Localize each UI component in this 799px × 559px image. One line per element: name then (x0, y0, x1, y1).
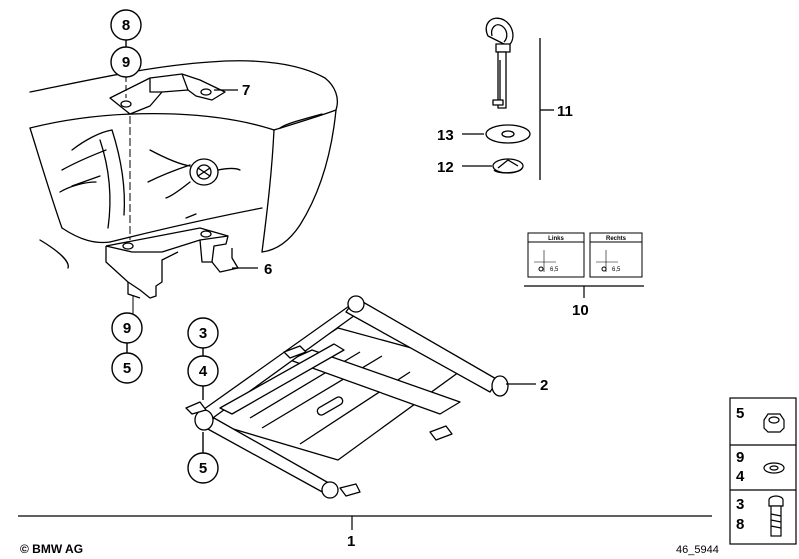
carrier-frame-icon (185, 295, 509, 499)
bolt-icon (768, 495, 784, 537)
callout-13: 13 (437, 127, 454, 144)
top-bracket-icon (109, 73, 226, 115)
callout-5-center: 5 (199, 460, 207, 477)
callout-5-left: 5 (123, 360, 131, 377)
side-row2-num-b: 4 (736, 468, 745, 485)
side-row3-num-b: 8 (736, 516, 744, 533)
callout-graphics (110, 9, 219, 484)
callout-1: 1 (347, 533, 355, 550)
sticker-right-title: Rechts (606, 236, 627, 242)
label-stickers (524, 232, 644, 298)
sticker-right-dim: 6,5 (612, 267, 621, 273)
callout-11: 11 (557, 103, 573, 120)
document-id: 46_5944 (676, 544, 719, 556)
callout-3: 3 (199, 325, 207, 342)
side-panel (729, 397, 797, 545)
sticker-left-dim: 6,5 (550, 267, 559, 273)
side-row2-num-a: 9 (736, 449, 744, 466)
spring-washer-icon (492, 158, 524, 174)
sticker-left-title: Links (548, 236, 564, 242)
baseline (18, 515, 712, 530)
rear-bracket-icon (105, 227, 239, 299)
quick-release-pin-icon (485, 17, 514, 109)
callout-8: 8 (122, 17, 130, 34)
side-row1-num: 5 (736, 405, 744, 422)
callout-2: 2 (540, 377, 548, 394)
copyright-text: © BMW AG (20, 542, 83, 556)
callout-6: 6 (264, 261, 272, 278)
callout-9-bottom: 9 (123, 320, 131, 337)
nut-icon (763, 413, 785, 433)
washer-small-icon (763, 462, 785, 474)
side-row3-num-a: 3 (736, 496, 744, 513)
pin-bracket-line (539, 38, 554, 180)
callout-4: 4 (199, 363, 208, 380)
callout-12: 12 (437, 159, 454, 176)
leader-lines (214, 89, 536, 385)
callout-10: 10 (572, 302, 589, 319)
tail-section-body-icon (29, 60, 339, 269)
flat-washer-icon (485, 124, 531, 144)
callout-7: 7 (242, 82, 250, 99)
callout-9-top: 9 (122, 54, 130, 71)
